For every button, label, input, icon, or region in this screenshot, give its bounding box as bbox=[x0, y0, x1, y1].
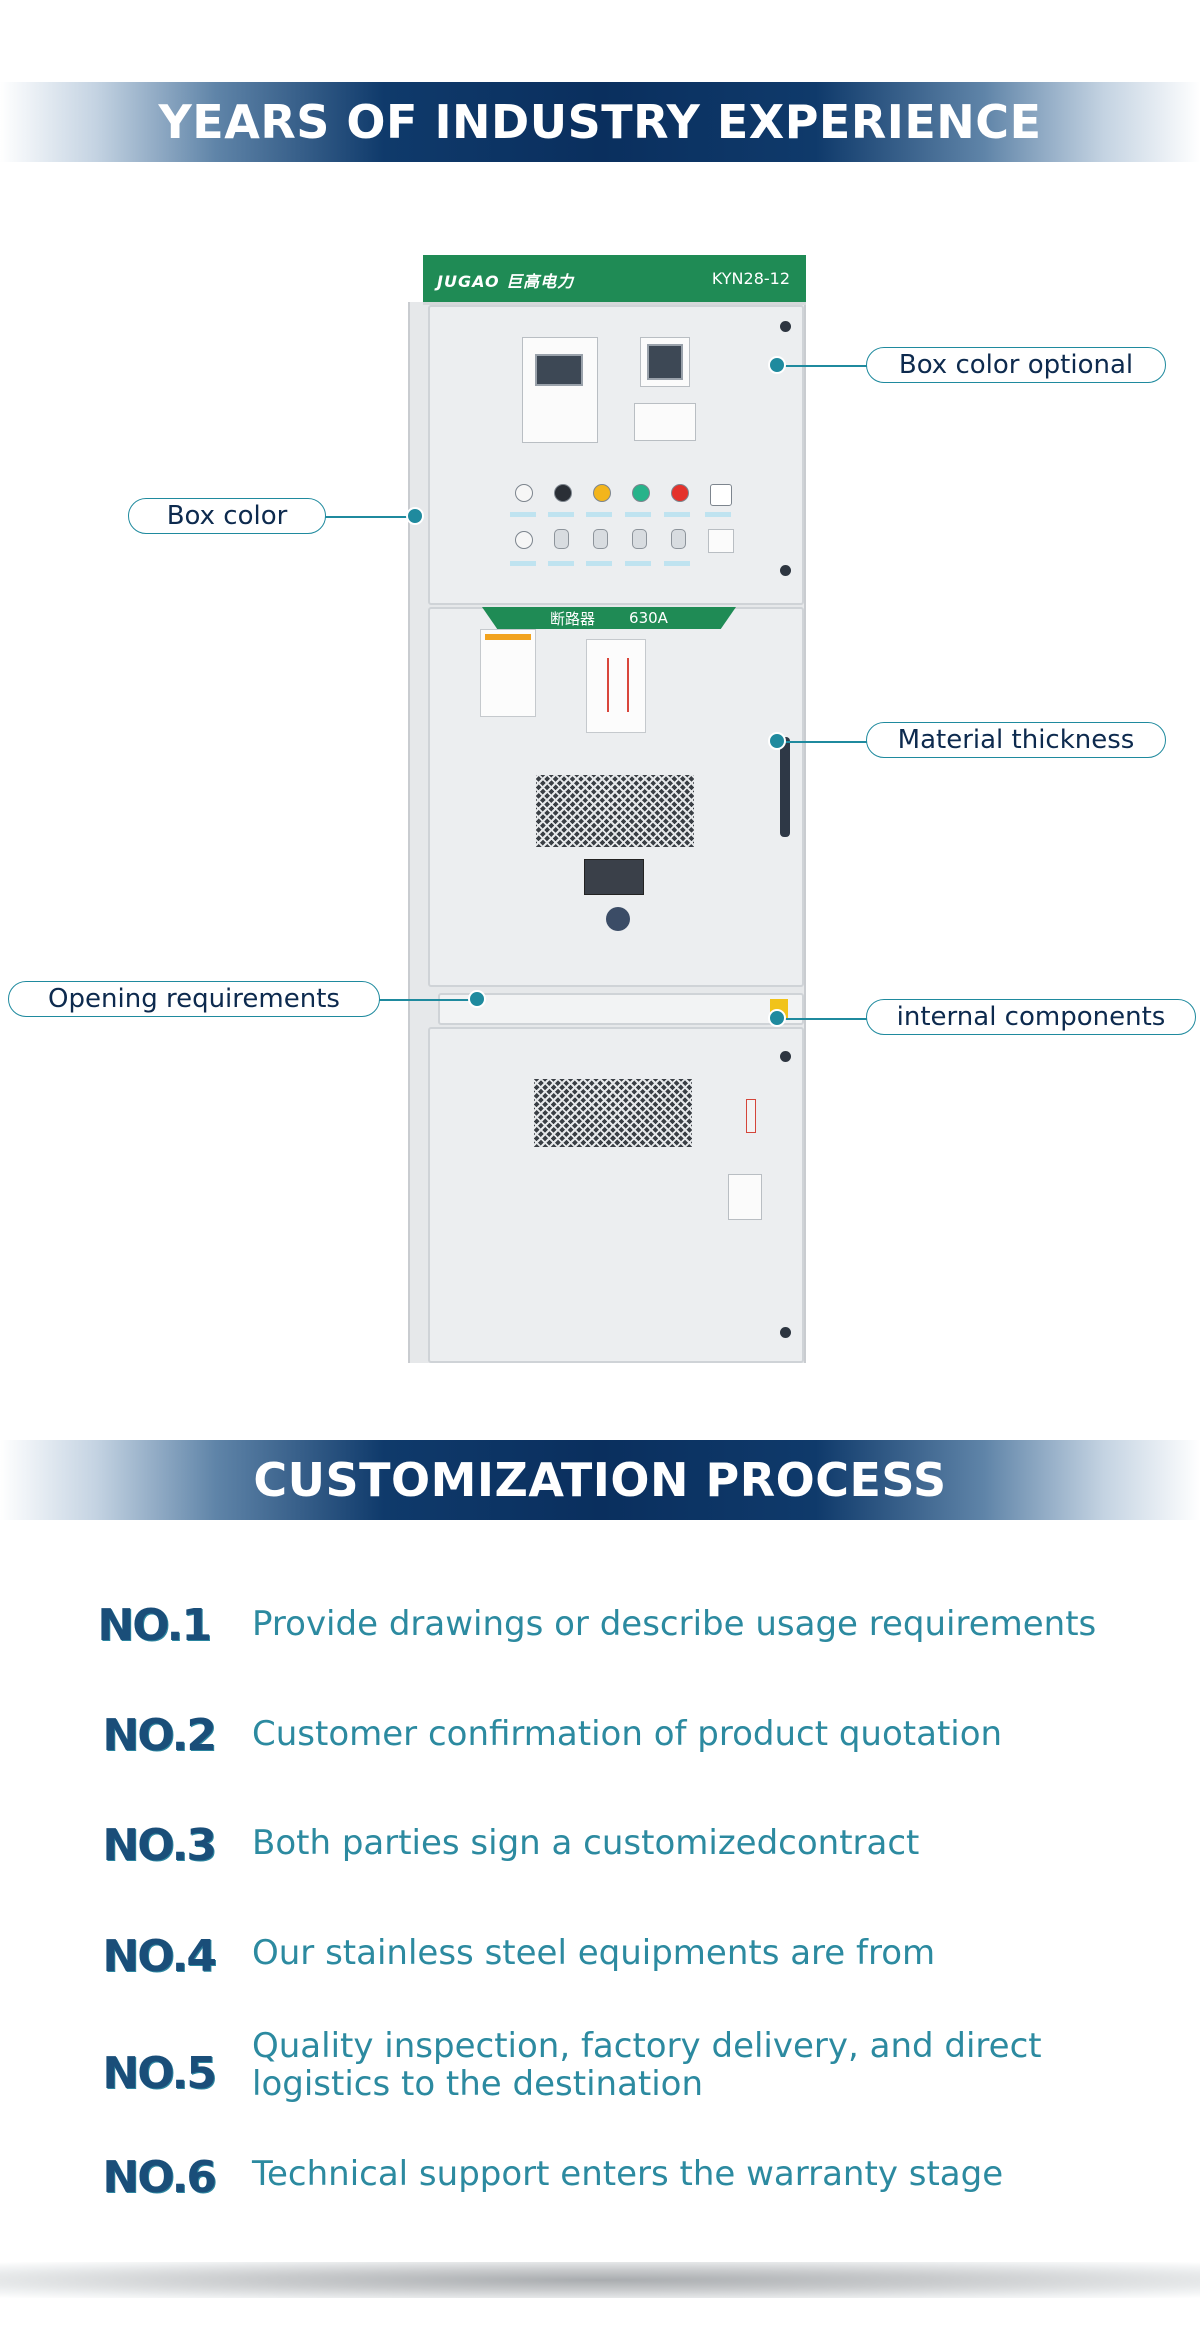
screw bbox=[780, 1051, 791, 1062]
step-number: NO.2 bbox=[102, 1710, 217, 1761]
control-knob bbox=[554, 529, 569, 549]
protection-relay bbox=[522, 337, 598, 443]
label-strip bbox=[625, 512, 651, 517]
indicator-lamp bbox=[671, 484, 689, 502]
door-handle bbox=[780, 737, 790, 837]
callout-label: Opening requirements bbox=[48, 984, 340, 1014]
rotary-switch bbox=[710, 484, 732, 506]
socket-box bbox=[728, 1174, 762, 1220]
cabinet-brand: JUGAO 巨高电力 bbox=[437, 272, 575, 291]
nameplate-type: 断路器 bbox=[550, 609, 596, 628]
top-banner-title: YEARS OF INDUSTRY EXPERIENCE bbox=[158, 95, 1042, 149]
callout-dot bbox=[406, 507, 424, 525]
indicator-lamp bbox=[632, 484, 650, 502]
step-text: Technical support enters the warranty st… bbox=[252, 2154, 1004, 2194]
process-banner-title: CUSTOMIZATION PROCESS bbox=[253, 1453, 947, 1507]
label-strip bbox=[625, 561, 651, 566]
cable-compartment-strip bbox=[438, 993, 804, 1025]
rating-plate bbox=[584, 859, 644, 895]
callout-box-color-optional: Box color optional bbox=[866, 347, 1166, 383]
bottom-shadow bbox=[0, 2262, 1200, 2298]
callout-label: Box color bbox=[166, 501, 288, 531]
indicator-lamp bbox=[515, 484, 533, 502]
callout-dot bbox=[768, 732, 786, 750]
selector-switch bbox=[554, 484, 572, 502]
ventilation-grille bbox=[536, 775, 694, 847]
nameplate-rating: 630A bbox=[629, 609, 668, 627]
label-strip bbox=[510, 561, 536, 566]
status-tag bbox=[746, 1099, 756, 1133]
indicator-lamp bbox=[593, 484, 611, 502]
screw bbox=[780, 321, 791, 332]
instrument-panel bbox=[428, 305, 804, 605]
step-number: NO.5 bbox=[102, 2048, 217, 2099]
label-strip bbox=[586, 561, 612, 566]
callout-label: Box color optional bbox=[898, 350, 1134, 380]
step-number: NO.6 bbox=[102, 2152, 217, 2203]
process-banner: CUSTOMIZATION PROCESS bbox=[0, 1440, 1200, 1520]
callout-line bbox=[781, 1018, 867, 1020]
step-text: Provide drawings or describe usage requi… bbox=[252, 1604, 1097, 1644]
callout-opening-requirements: Opening requirements bbox=[8, 981, 380, 1017]
label-strip bbox=[510, 512, 536, 517]
breaker-nameplate: 断路器 630A bbox=[482, 607, 736, 629]
step-text: Customer confirmation of product quotati… bbox=[252, 1714, 1003, 1754]
callout-line bbox=[379, 999, 479, 1001]
circuit-diagram bbox=[607, 658, 629, 712]
callout-internal-components: internal components bbox=[866, 999, 1196, 1035]
screw bbox=[780, 1327, 791, 1338]
callout-label: Material thickness bbox=[897, 725, 1135, 755]
callout-line bbox=[777, 741, 867, 743]
label-strip bbox=[548, 561, 574, 566]
indicator-unit bbox=[634, 403, 696, 441]
callout-dot bbox=[768, 1009, 786, 1027]
cabinet-header: JUGAO 巨高电力 KYN28-12 bbox=[423, 255, 806, 305]
label-strip bbox=[548, 512, 574, 517]
callout-dot bbox=[468, 990, 486, 1008]
indicator-lamp bbox=[515, 531, 533, 549]
switchgear-cabinet-image: JUGAO 巨高电力 KYN28-12 bbox=[408, 255, 806, 1363]
step-text: Quality inspection, factory delivery, an… bbox=[252, 2026, 1042, 2104]
step-text: Both parties sign a customizedcontract bbox=[252, 1823, 920, 1863]
step-number: NO.4 bbox=[102, 1931, 217, 1982]
switch-unit bbox=[708, 529, 734, 553]
step-number: NO.1 bbox=[97, 1600, 212, 1651]
label-strip bbox=[664, 561, 690, 566]
label-strip bbox=[705, 512, 731, 517]
callout-material-thickness: Material thickness bbox=[866, 722, 1166, 758]
warning-label-header bbox=[485, 634, 531, 640]
circuit-diagram-label bbox=[586, 639, 646, 733]
lower-panel bbox=[428, 1027, 804, 1363]
ventilation-grille bbox=[534, 1079, 692, 1147]
warning-label bbox=[480, 629, 536, 717]
top-banner: YEARS OF INDUSTRY EXPERIENCE bbox=[0, 82, 1200, 162]
callout-line bbox=[325, 516, 415, 518]
meter-screen bbox=[647, 344, 683, 380]
cabinet-model: KYN28-12 bbox=[711, 269, 790, 288]
control-knob bbox=[632, 529, 647, 549]
screw bbox=[780, 565, 791, 576]
relay-screen bbox=[535, 354, 583, 386]
callout-box-color: Box color bbox=[128, 498, 326, 534]
label-strip bbox=[664, 512, 690, 517]
operating-hole bbox=[606, 907, 630, 931]
label-strip bbox=[586, 512, 612, 517]
step-number: NO.3 bbox=[102, 1820, 217, 1871]
step-text: Our stainless steel equipments are from bbox=[252, 1933, 936, 1973]
control-knob bbox=[593, 529, 608, 549]
callout-dot bbox=[768, 356, 786, 374]
callout-line bbox=[777, 365, 867, 367]
control-knob bbox=[671, 529, 686, 549]
digital-meter bbox=[640, 337, 690, 387]
breaker-panel bbox=[428, 607, 804, 987]
callout-label: internal components bbox=[896, 1002, 1166, 1032]
